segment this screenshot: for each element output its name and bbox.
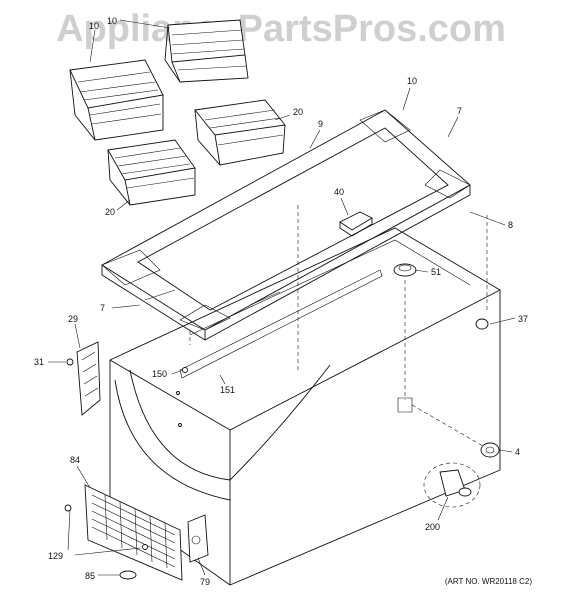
callout-40: 40 (334, 187, 344, 197)
freezer-cabinet (109, 205, 501, 586)
callout-10-left: 10 (89, 21, 99, 31)
callout-8: 8 (508, 220, 513, 230)
callout-9: 9 (318, 119, 323, 129)
callout-29: 29 (68, 314, 78, 324)
callout-150: 150 (152, 369, 167, 379)
thermostat-control (339, 211, 373, 237)
basket-top-right (164, 19, 249, 83)
callout-4: 4 (515, 447, 520, 457)
foot-85 (119, 570, 137, 580)
basket-top-left (69, 59, 164, 141)
screw-129 (64, 504, 72, 512)
callout-20-left: 20 (105, 207, 115, 217)
gasket-frame (101, 109, 471, 341)
callout-37: 37 (518, 314, 528, 324)
callout-151: 151 (220, 385, 235, 395)
watermark-text: AppliancePartsPros.com (56, 8, 506, 50)
callout-31: 31 (34, 357, 44, 367)
callout-10-right: 10 (407, 76, 417, 86)
callout-200: 200 (425, 522, 440, 532)
callout-7-left: 7 (100, 303, 105, 313)
cord-connector (187, 514, 209, 563)
callout-79: 79 (200, 577, 210, 587)
basket-lower-left (107, 139, 196, 206)
front-grille (84, 484, 183, 581)
hole-plug (475, 318, 489, 330)
callout-10-top: 10 (107, 16, 117, 26)
callout-20-right: 20 (293, 107, 303, 117)
drain-plug (393, 263, 417, 277)
hinge-bracket (66, 341, 101, 416)
callout-7-right: 7 (457, 106, 462, 116)
callout-129: 129 (48, 551, 63, 561)
leader-lines (48, 19, 516, 576)
art-number: (ART NO. WR20118 C2) (444, 577, 532, 586)
callout-84: 84 (70, 455, 80, 465)
drain-fitting (423, 462, 481, 508)
basket-middle-right (194, 99, 286, 166)
callout-51: 51 (431, 267, 441, 277)
drain-cap (480, 442, 500, 458)
callout-85: 85 (85, 571, 95, 581)
